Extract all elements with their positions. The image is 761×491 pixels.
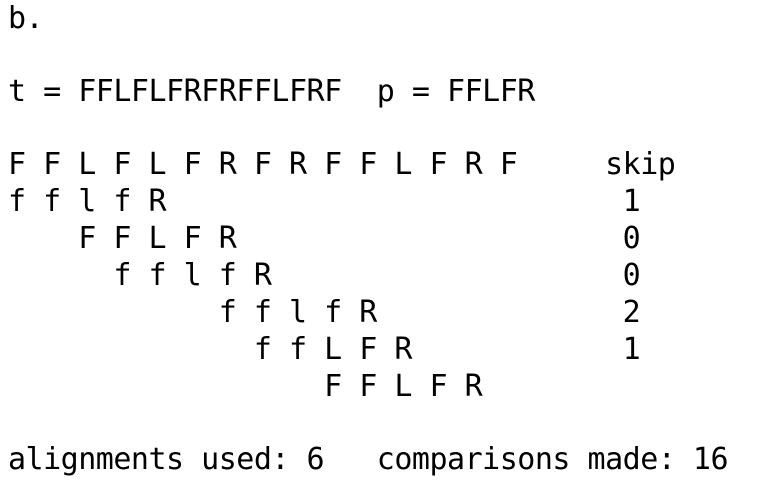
alignment-row: f f L F R 1: [8, 332, 641, 367]
text-pattern-definition: t = FFLFLFRFRFFLFRF p = FFLFR: [8, 74, 535, 109]
alignment-row: f f l f R 0: [8, 258, 641, 293]
alignment-row: f f l f R 2: [8, 295, 641, 330]
alignment-row: F F L F R: [8, 369, 483, 404]
text-header-row: F F L F L F R F R F F L F R F skip: [8, 147, 676, 182]
alignment-row: F F L F R 0: [8, 221, 641, 256]
alignment-row: f f l f R 1: [8, 184, 641, 219]
section-heading: b.: [8, 1, 44, 36]
summary-line: alignments used: 6 comparisons made: 16: [8, 442, 729, 477]
